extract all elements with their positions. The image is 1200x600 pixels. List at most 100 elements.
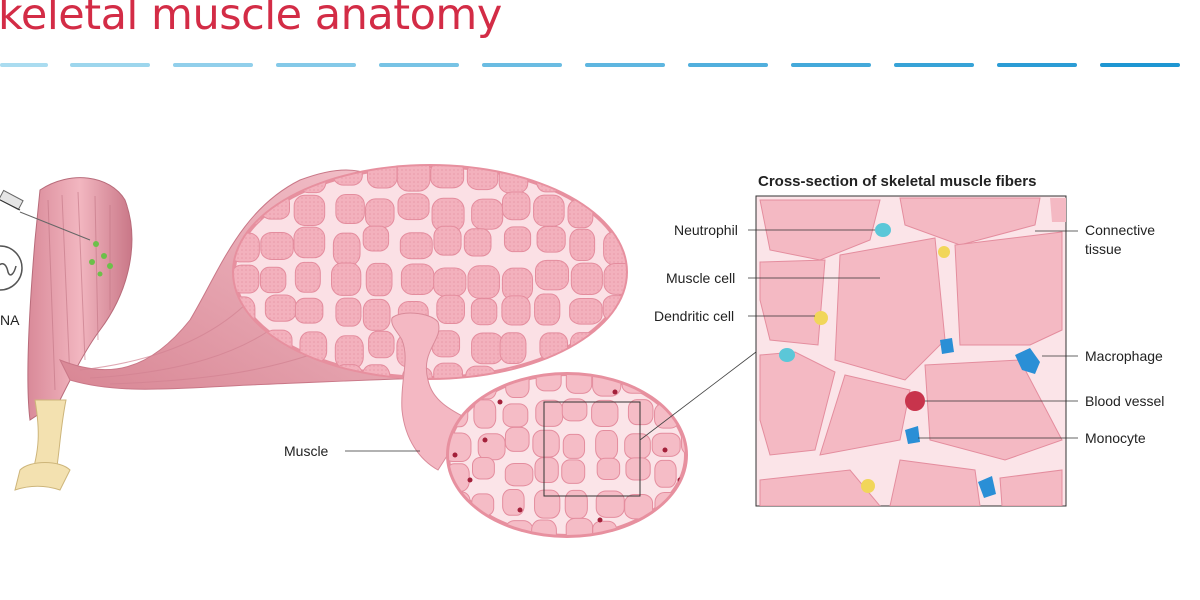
muscle-fiber-cell [265,295,296,321]
muscle-fiber-cell [447,492,470,516]
neutrophil-cell-icon [779,348,795,362]
macrophage-label: Macrophage [1085,348,1163,364]
muscle-fiber-cell [363,299,390,330]
muscle-fiber-cell [261,232,293,259]
capillary-dot [483,438,488,443]
muscle-fiber-cell [562,460,585,483]
monocyte-label: Monocyte [1085,430,1146,446]
arm-illustration [0,178,132,490]
dendritic-cell-label: Dendritic cell [654,308,734,324]
muscle-fiber-cell [683,399,710,421]
muscle-fiber-cell [570,229,595,260]
nucleic-acid-label: NA [0,312,19,328]
muscle-fiber-cell [535,490,560,518]
muscle-fiber-cell [568,200,593,228]
muscle-fiber-cell-bg [605,195,631,228]
muscle-fiber-cell [685,463,709,491]
muscle-fiber-cell [569,161,594,194]
muscle-fiber-cell [685,495,711,522]
muscle-fiber-cell-bg [607,334,636,363]
muscle-fiber-cell [625,434,651,459]
muscle-fiber-cell [571,263,602,294]
muscle-fiber-cell-bg [230,163,256,190]
muscle-fiber-cell [597,458,619,479]
muscle-fiber-cell [570,333,596,361]
muscle-fiber-cell [534,195,565,226]
muscle-fiber-cell [336,298,361,326]
panel-title: Cross-section of skeletal muscle fibers [758,173,1036,190]
muscle-fiber-cell [437,295,465,323]
muscle-fiber-cell [398,194,429,220]
muscle-fiber-cell [401,264,433,295]
muscle-fiber-cell [596,431,618,460]
connective-tissue-label: Connective [1085,222,1155,238]
muscle-fiber-cell [367,159,397,188]
muscle-fiber-cell [605,195,631,228]
muscle-fiber-cell [295,262,320,292]
muscle-fiber-cell [260,267,285,292]
dendritic-cell-icon [938,246,950,258]
muscle-fiber-cell [505,463,533,485]
capillary-dot [613,390,618,395]
muscle-fiber-cell [502,192,530,220]
muscle-fiber-cell [502,296,530,325]
muscle-fiber-cell [683,375,708,398]
muscle-fiber-cell [474,400,496,428]
neutrophil-cell-icon [875,223,891,237]
muscle-fiber-cell [535,260,568,289]
muscle-fiber-cell [535,294,560,325]
muscle-fiber-cell [502,268,532,300]
muscle-fiber-cell-bg [602,165,631,192]
muscle-fiber-cell [294,195,325,225]
capillary-dot [498,400,503,405]
muscle-fiber-cell [445,518,474,543]
muscle-fiber-cell [499,166,528,193]
connective-tissue-label-2: tissue [1085,241,1122,257]
capillary-dot [598,518,603,523]
muscle-fiber-cell [596,491,624,517]
macrophage-cell-icon [940,338,954,354]
muscle-fiber-cell [654,371,680,394]
muscle-label: Muscle [284,443,328,459]
muscle-fiber-cell [473,458,495,479]
muscle-fiber-cell [537,226,565,252]
capillary-dot [453,453,458,458]
capillary-dot [518,508,523,513]
muscle-fiber-cell [294,227,325,258]
muscle-fiber-cell [604,232,632,265]
muscle-fiber-cell [434,268,466,296]
muscle-fiber-cell [336,195,364,224]
muscle-fiber-cell [365,199,394,227]
muscle-fiber-cell [602,165,631,192]
muscle-fiber-cell [333,233,360,265]
muscle-fiber-cell [472,199,503,229]
muscle-fiber-cell [592,400,618,426]
muscle-fiber-cell [536,368,561,391]
muscle-fiber-cell [652,433,680,456]
muscle-fiber-cell [533,430,559,457]
muscle-fiber-cell [295,298,322,323]
muscle-fiber-cell [331,263,360,295]
muscle-fiber-cell [363,226,388,251]
muscle-fiber-cell [535,458,558,483]
blood-vessel-label: Blood vessel [1085,393,1164,409]
muscle-fiber-cell [500,333,526,364]
muscle-fiber-cell [540,333,568,361]
muscle-fiber-cell [472,333,503,364]
blood-vessel-icon [905,391,925,411]
muscle-fiber-cell [655,460,676,487]
muscle-fiber-cell [434,226,461,255]
muscle-cell-label: Muscle cell [666,270,735,286]
muscle-fiber-cell [563,434,584,458]
muscle-fiber-cell [230,163,256,190]
muscle-fiber-cell [503,404,528,427]
neutrophil-label: Neutrophil [674,222,738,238]
cross-section-panel [756,196,1066,506]
muscle-fiber-cell [434,363,463,390]
muscle-fiber-cell [536,400,563,426]
dendritic-cell-icon [814,311,828,325]
muscle-fiber-cell [607,334,636,363]
muscle-fiber-cell [505,521,533,548]
muscle-fiber-cell [471,299,496,325]
